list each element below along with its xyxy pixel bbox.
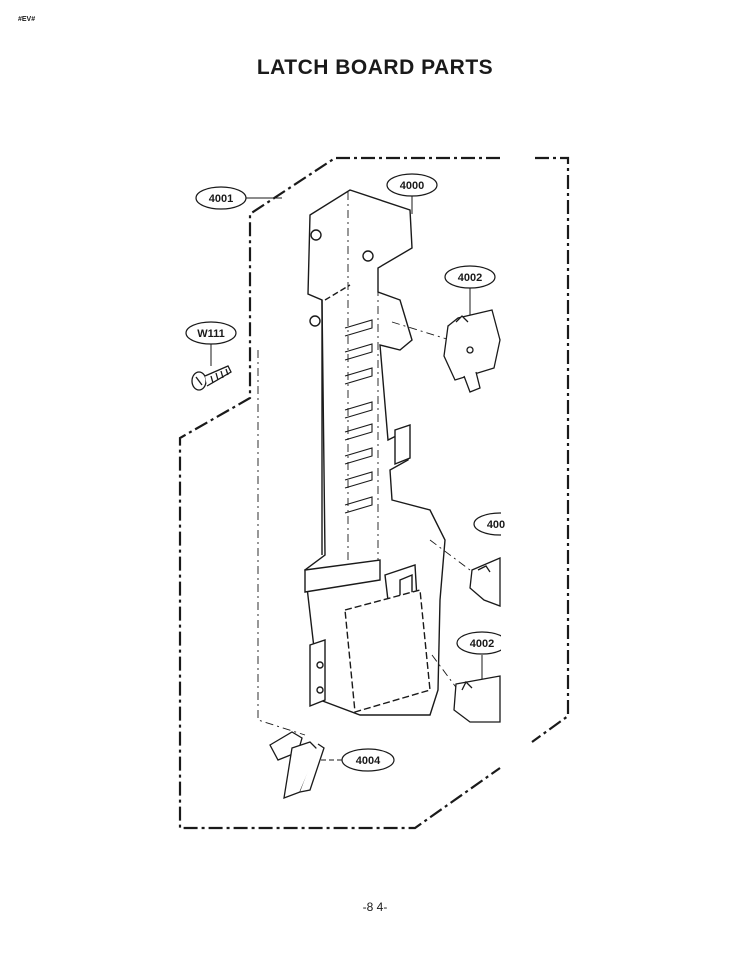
page-number: -8 4-: [362, 900, 388, 914]
latch-board-ribs: [344, 319, 373, 514]
callout-4001: [195, 186, 247, 210]
callout-label-w111: W111: [197, 328, 225, 340]
callout-label-4001: 4001: [209, 193, 233, 205]
lever-4004: [269, 731, 325, 800]
callout-4002-top: [444, 265, 496, 289]
corner-mark: #EV#: [18, 16, 36, 23]
callout-label-4002-top: 4002: [458, 272, 482, 284]
callout-labels: 4001 4000 4002 W111 400 4002 4004: [197, 180, 505, 767]
callout-label-4004: 4004: [356, 755, 381, 767]
callout-4004: [341, 748, 395, 772]
callout-label-4002-bottom: 4002: [470, 638, 494, 650]
callout-label-4000: 4000: [400, 180, 424, 192]
latch-board: [304, 189, 446, 716]
micro-switch-middle: [469, 557, 501, 607]
callouts: [185, 173, 527, 772]
callout-label-4003: 400: [487, 519, 505, 531]
assembly-boundary: [178, 156, 570, 830]
callout-w111: [185, 321, 237, 345]
micro-switch-bottom: [453, 675, 501, 723]
micro-switch-top: [443, 309, 501, 393]
callout-4000: [386, 173, 438, 197]
screw-w111: [191, 365, 232, 391]
page-title: LATCH BOARD PARTS: [256, 56, 494, 79]
hidden-lines: [257, 192, 471, 736]
clip-mask: [501, 500, 531, 740]
